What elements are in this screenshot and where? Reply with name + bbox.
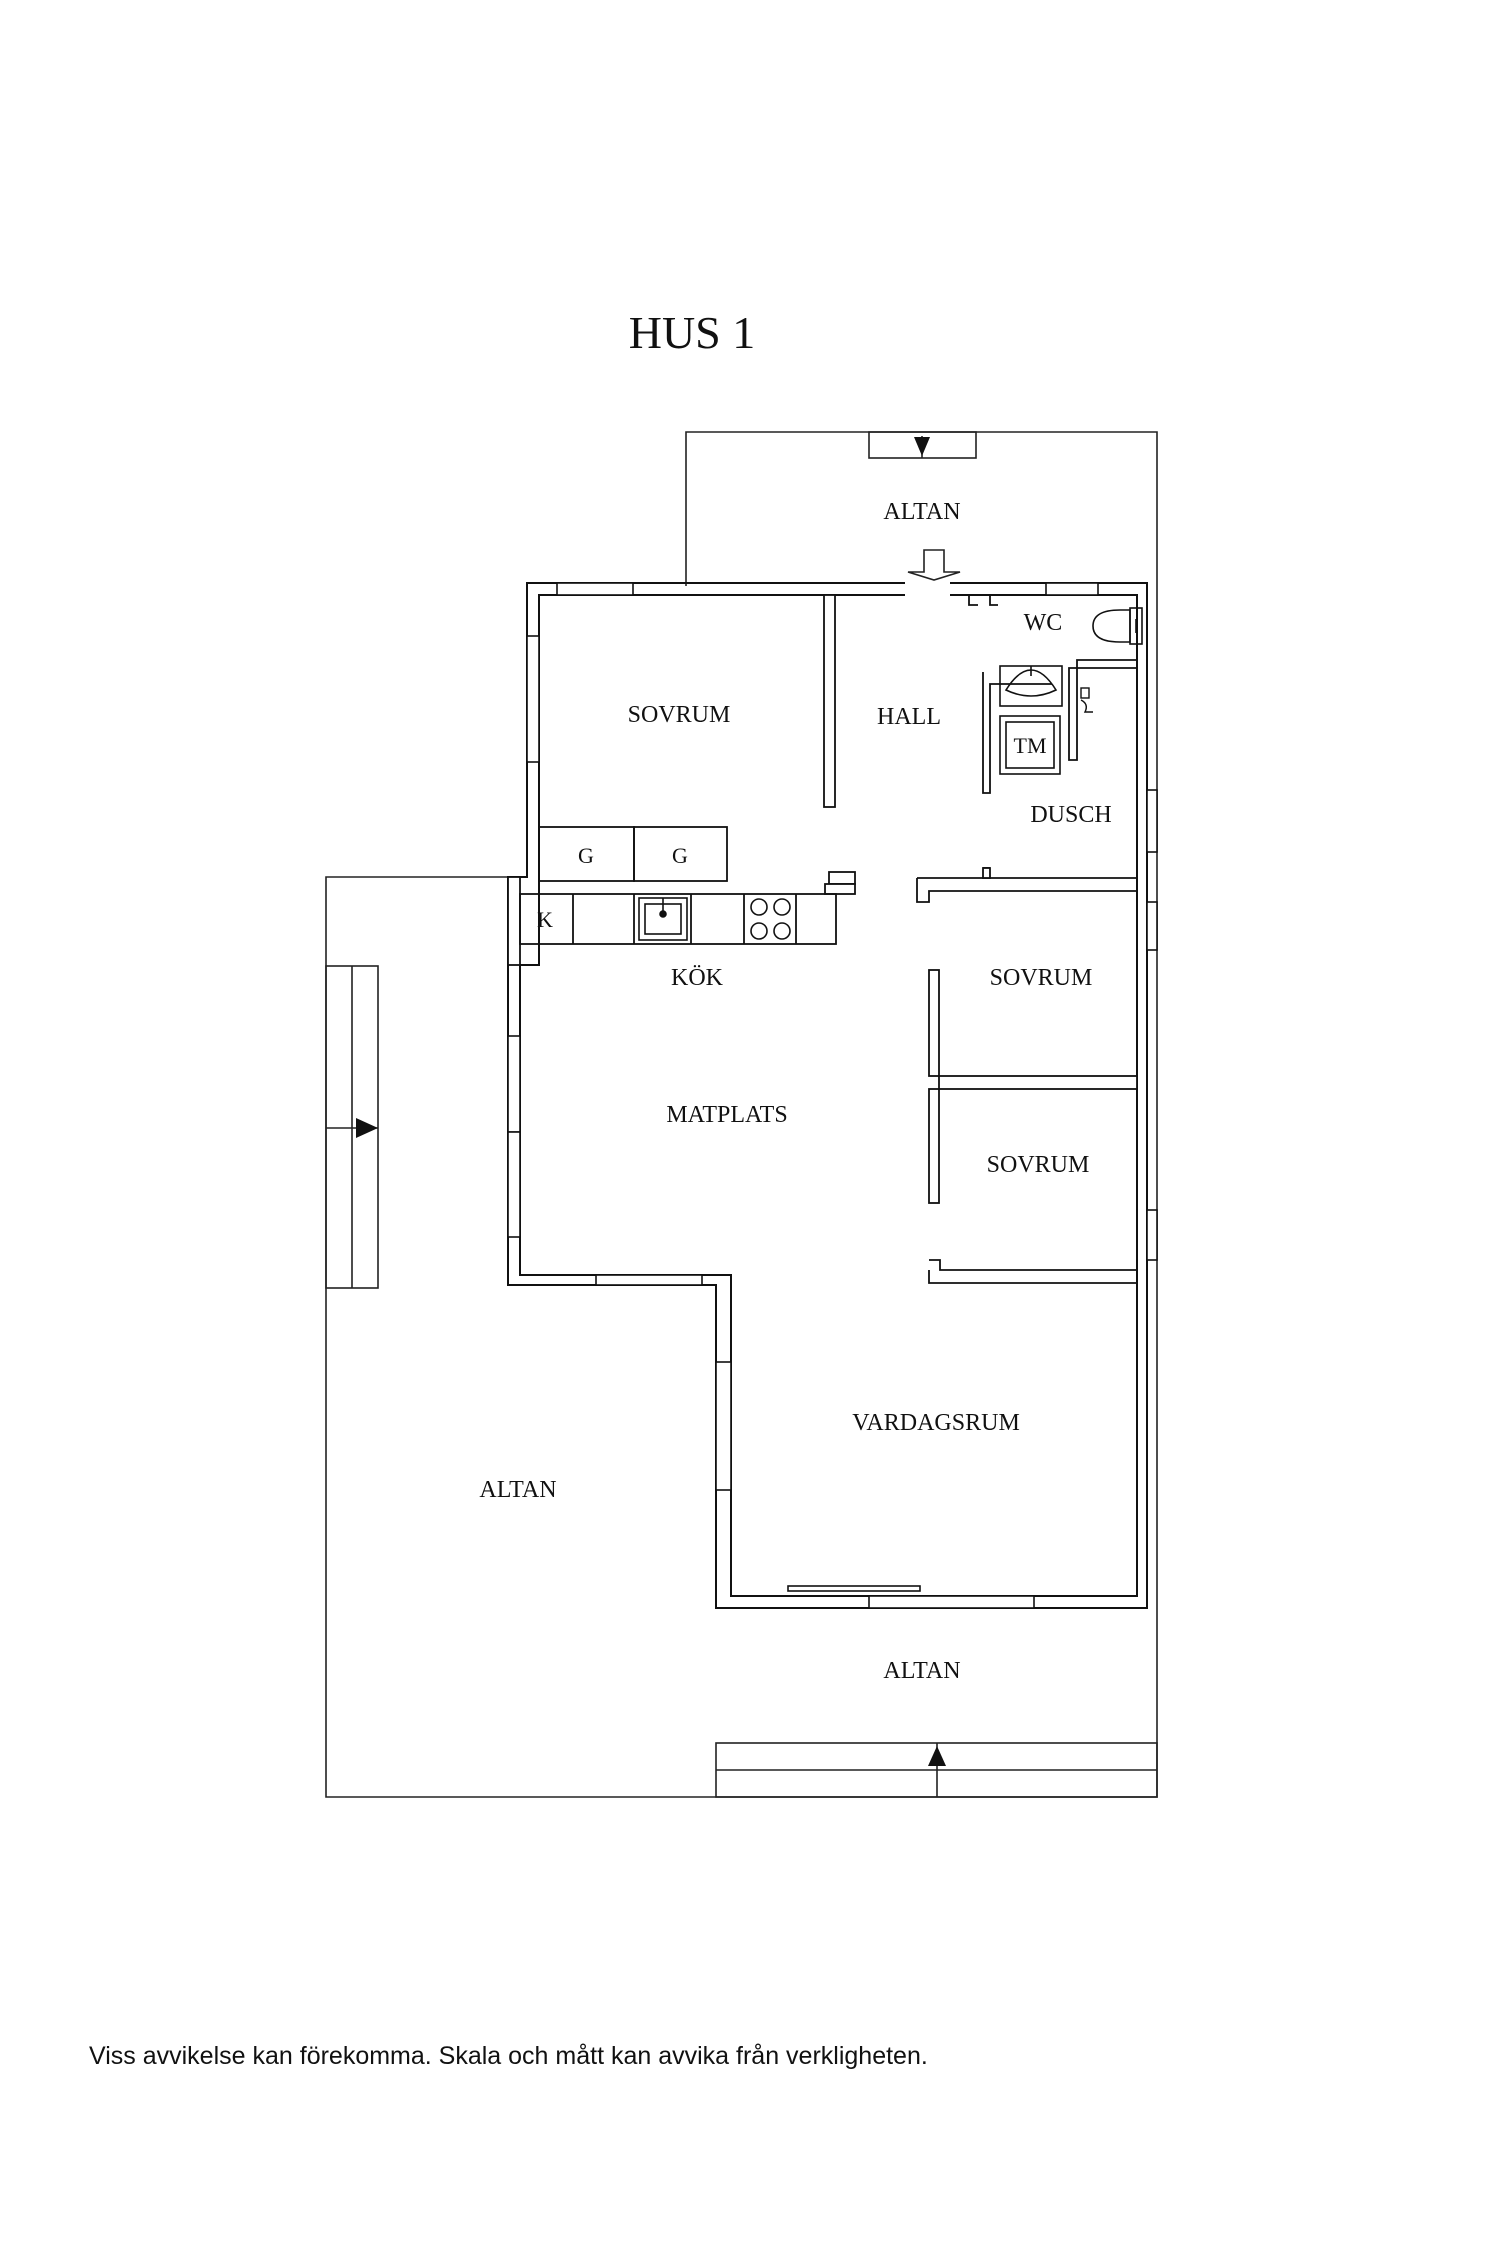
disclaimer-text: Viss avvikelse kan förekomma. Skala och … — [89, 2042, 928, 2070]
wall-corridor-left-2 — [928, 1088, 940, 1204]
fridge-label: K — [537, 907, 553, 932]
window-sovrum-top — [556, 582, 634, 596]
entrance-arrow — [907, 549, 961, 581]
window-sovrum3-right — [1146, 1209, 1158, 1261]
wall-vardagsrum-top — [928, 1259, 1138, 1284]
wall-sovrum-hall — [823, 594, 836, 808]
counter-body — [519, 893, 837, 945]
room-wc: WC — [1024, 610, 1063, 636]
wall-sovrum-divider — [938, 1075, 1138, 1090]
wall-bath-dusch — [1068, 659, 1137, 761]
window-vardagsrum-left — [715, 1361, 732, 1491]
wall-corridor-left-1 — [928, 969, 940, 1077]
room-vardagsrum: VARDAGSRUM — [852, 1410, 1020, 1436]
window-matplats-left-2 — [507, 1131, 521, 1238]
wall-bath-stub — [982, 867, 991, 879]
window-matplats-bottom — [595, 1274, 703, 1286]
window-wc-top — [1045, 582, 1099, 596]
wall-bath-top-2 — [989, 595, 998, 606]
wall-hall-bath-top — [968, 595, 978, 606]
interior-walls — [507, 594, 1138, 1284]
toilet-icon — [1092, 607, 1143, 645]
room-matplats: MATPLATS — [666, 1102, 787, 1128]
wardrobe-2-label: G — [672, 843, 688, 868]
wall-corridor-top — [916, 877, 1138, 903]
room-altan-left: ALTAN — [479, 1477, 556, 1503]
washer-label: TM — [1014, 733, 1047, 758]
room-sovrum-mid: SOVRUM — [990, 965, 1093, 991]
entry-arrow-bottom — [928, 1746, 946, 1766]
wardrobe-2 — [633, 826, 728, 882]
wall-kitchen-left — [507, 876, 521, 966]
sink-icon — [638, 897, 688, 941]
room-kok: KÖK — [671, 965, 724, 991]
faucet-icon — [1080, 687, 1093, 713]
counter-end — [824, 883, 856, 895]
room-sovrum-lower: SOVRUM — [987, 1152, 1090, 1178]
window-matplats-left-1 — [507, 1035, 521, 1133]
sliding-door — [787, 1585, 921, 1592]
windows — [507, 582, 1158, 1609]
room-altan-bottom: ALTAN — [883, 1658, 960, 1684]
washbasin-icon — [999, 665, 1063, 707]
entry-arrow-left — [356, 1118, 378, 1138]
kitchen-counter-stub — [828, 871, 856, 885]
window-sovrum2-right — [1146, 901, 1158, 951]
room-altan-top: ALTAN — [883, 499, 960, 525]
wardrobes — [538, 826, 728, 882]
room-dusch: DUSCH — [1030, 802, 1111, 828]
window-vardagsrum-bottom — [868, 1595, 1035, 1609]
window-sovrum-left — [526, 635, 540, 763]
wardrobe-1-label: G — [578, 843, 594, 868]
kitchen-counter — [519, 893, 837, 945]
stove-icon — [750, 898, 791, 940]
room-sovrum-main: SOVRUM — [628, 702, 731, 728]
plan-title: HUS 1 — [629, 307, 756, 358]
window-dusch-right — [1146, 789, 1158, 853]
altan-left-outline — [325, 876, 1158, 1798]
entry-arrow-top — [914, 437, 930, 456]
room-hall: HALL — [877, 704, 941, 730]
washing-machine-icon — [999, 715, 1061, 775]
